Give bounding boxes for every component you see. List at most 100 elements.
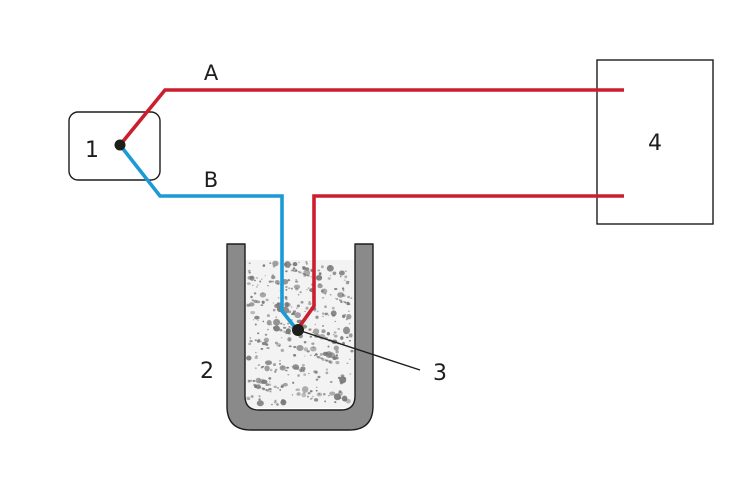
speckle: [309, 354, 312, 356]
speckle: [264, 365, 270, 372]
speckle: [305, 261, 308, 263]
speckle: [269, 262, 272, 264]
speckle: [283, 324, 285, 326]
junction-3-leader: [297, 329, 421, 371]
speckle: [255, 384, 261, 390]
return-wire: [295, 194, 624, 332]
speckle: [306, 395, 309, 398]
speckle: [260, 278, 263, 280]
speckle: [285, 328, 291, 334]
speckle: [264, 274, 267, 277]
speckle: [258, 395, 261, 397]
speckle: [255, 377, 261, 384]
speckle: [282, 326, 287, 329]
speckle: [264, 360, 273, 366]
speckle: [303, 347, 309, 352]
speckle: [313, 355, 316, 357]
speckle: [256, 400, 264, 407]
speckle: [292, 381, 295, 385]
speckle: [248, 379, 250, 382]
speckle: [273, 385, 277, 389]
speckle: [281, 366, 284, 368]
speckle: [291, 394, 294, 396]
speckle: [269, 381, 271, 383]
speckle: [255, 300, 261, 304]
speckle: [293, 284, 301, 290]
speckle: [248, 262, 251, 265]
speckle: [276, 386, 280, 389]
speckle: [272, 308, 276, 312]
speckle: [284, 369, 288, 372]
speckle: [334, 401, 337, 404]
speckle: [268, 383, 272, 386]
speckle: [303, 341, 307, 344]
speckle: [308, 302, 312, 306]
speckle: [342, 341, 345, 345]
speckle: [319, 352, 323, 356]
speckle: [280, 384, 285, 388]
speckle: [268, 280, 272, 283]
speckle: [303, 355, 306, 357]
speckle: [324, 313, 327, 316]
speckle: [269, 390, 272, 393]
speckle: [293, 345, 297, 349]
speckle: [280, 348, 284, 353]
speckle: [261, 387, 264, 390]
speckle: [274, 341, 278, 345]
speckle: [257, 364, 261, 366]
speckle: [250, 276, 254, 279]
speckle: [284, 261, 291, 268]
speckle: [296, 345, 304, 351]
speckle: [350, 349, 354, 353]
speckle: [293, 366, 297, 370]
speckle: [315, 315, 319, 319]
speckle: [338, 390, 342, 394]
speckle: [278, 345, 281, 347]
speckle: [295, 307, 298, 309]
speckle: [335, 350, 339, 354]
speckle: [300, 366, 306, 372]
speckle: [265, 298, 269, 302]
speckle: [338, 270, 345, 276]
speckle: [328, 265, 331, 268]
speckle: [252, 379, 256, 383]
speckle: [317, 356, 321, 359]
speckle: [332, 271, 337, 276]
speckle: [314, 371, 318, 374]
speckle: [324, 305, 327, 309]
speckle: [268, 377, 272, 380]
speckle: [271, 275, 276, 280]
speckle: [270, 403, 274, 406]
speckle: [343, 301, 345, 303]
speckle: [264, 333, 268, 336]
speckle: [301, 392, 307, 398]
speckle: [309, 335, 312, 338]
speckle: [260, 347, 264, 350]
speckle: [278, 362, 282, 366]
speckle: [256, 286, 258, 288]
speckle: [343, 279, 346, 281]
speckle: [262, 320, 265, 323]
speckle: [292, 268, 298, 273]
speckle: [320, 265, 324, 269]
speckle: [272, 260, 279, 267]
speckle: [333, 334, 338, 338]
speckle: [327, 352, 336, 358]
speckle: [247, 398, 251, 401]
speckle: [279, 359, 281, 362]
speckle: [341, 395, 348, 402]
speckle: [330, 310, 337, 317]
speckle: [266, 314, 270, 318]
speckle: [254, 367, 257, 370]
speckle: [259, 280, 262, 283]
speckle: [273, 318, 281, 326]
speckle: [302, 266, 306, 269]
speckle: [343, 377, 347, 379]
container-2-label: 2: [200, 359, 214, 384]
speckle: [305, 267, 308, 269]
speckle: [304, 310, 306, 313]
speckle: [298, 261, 300, 264]
speckle: [344, 275, 348, 279]
speckle: [334, 320, 337, 322]
container-wall: [226, 243, 374, 431]
